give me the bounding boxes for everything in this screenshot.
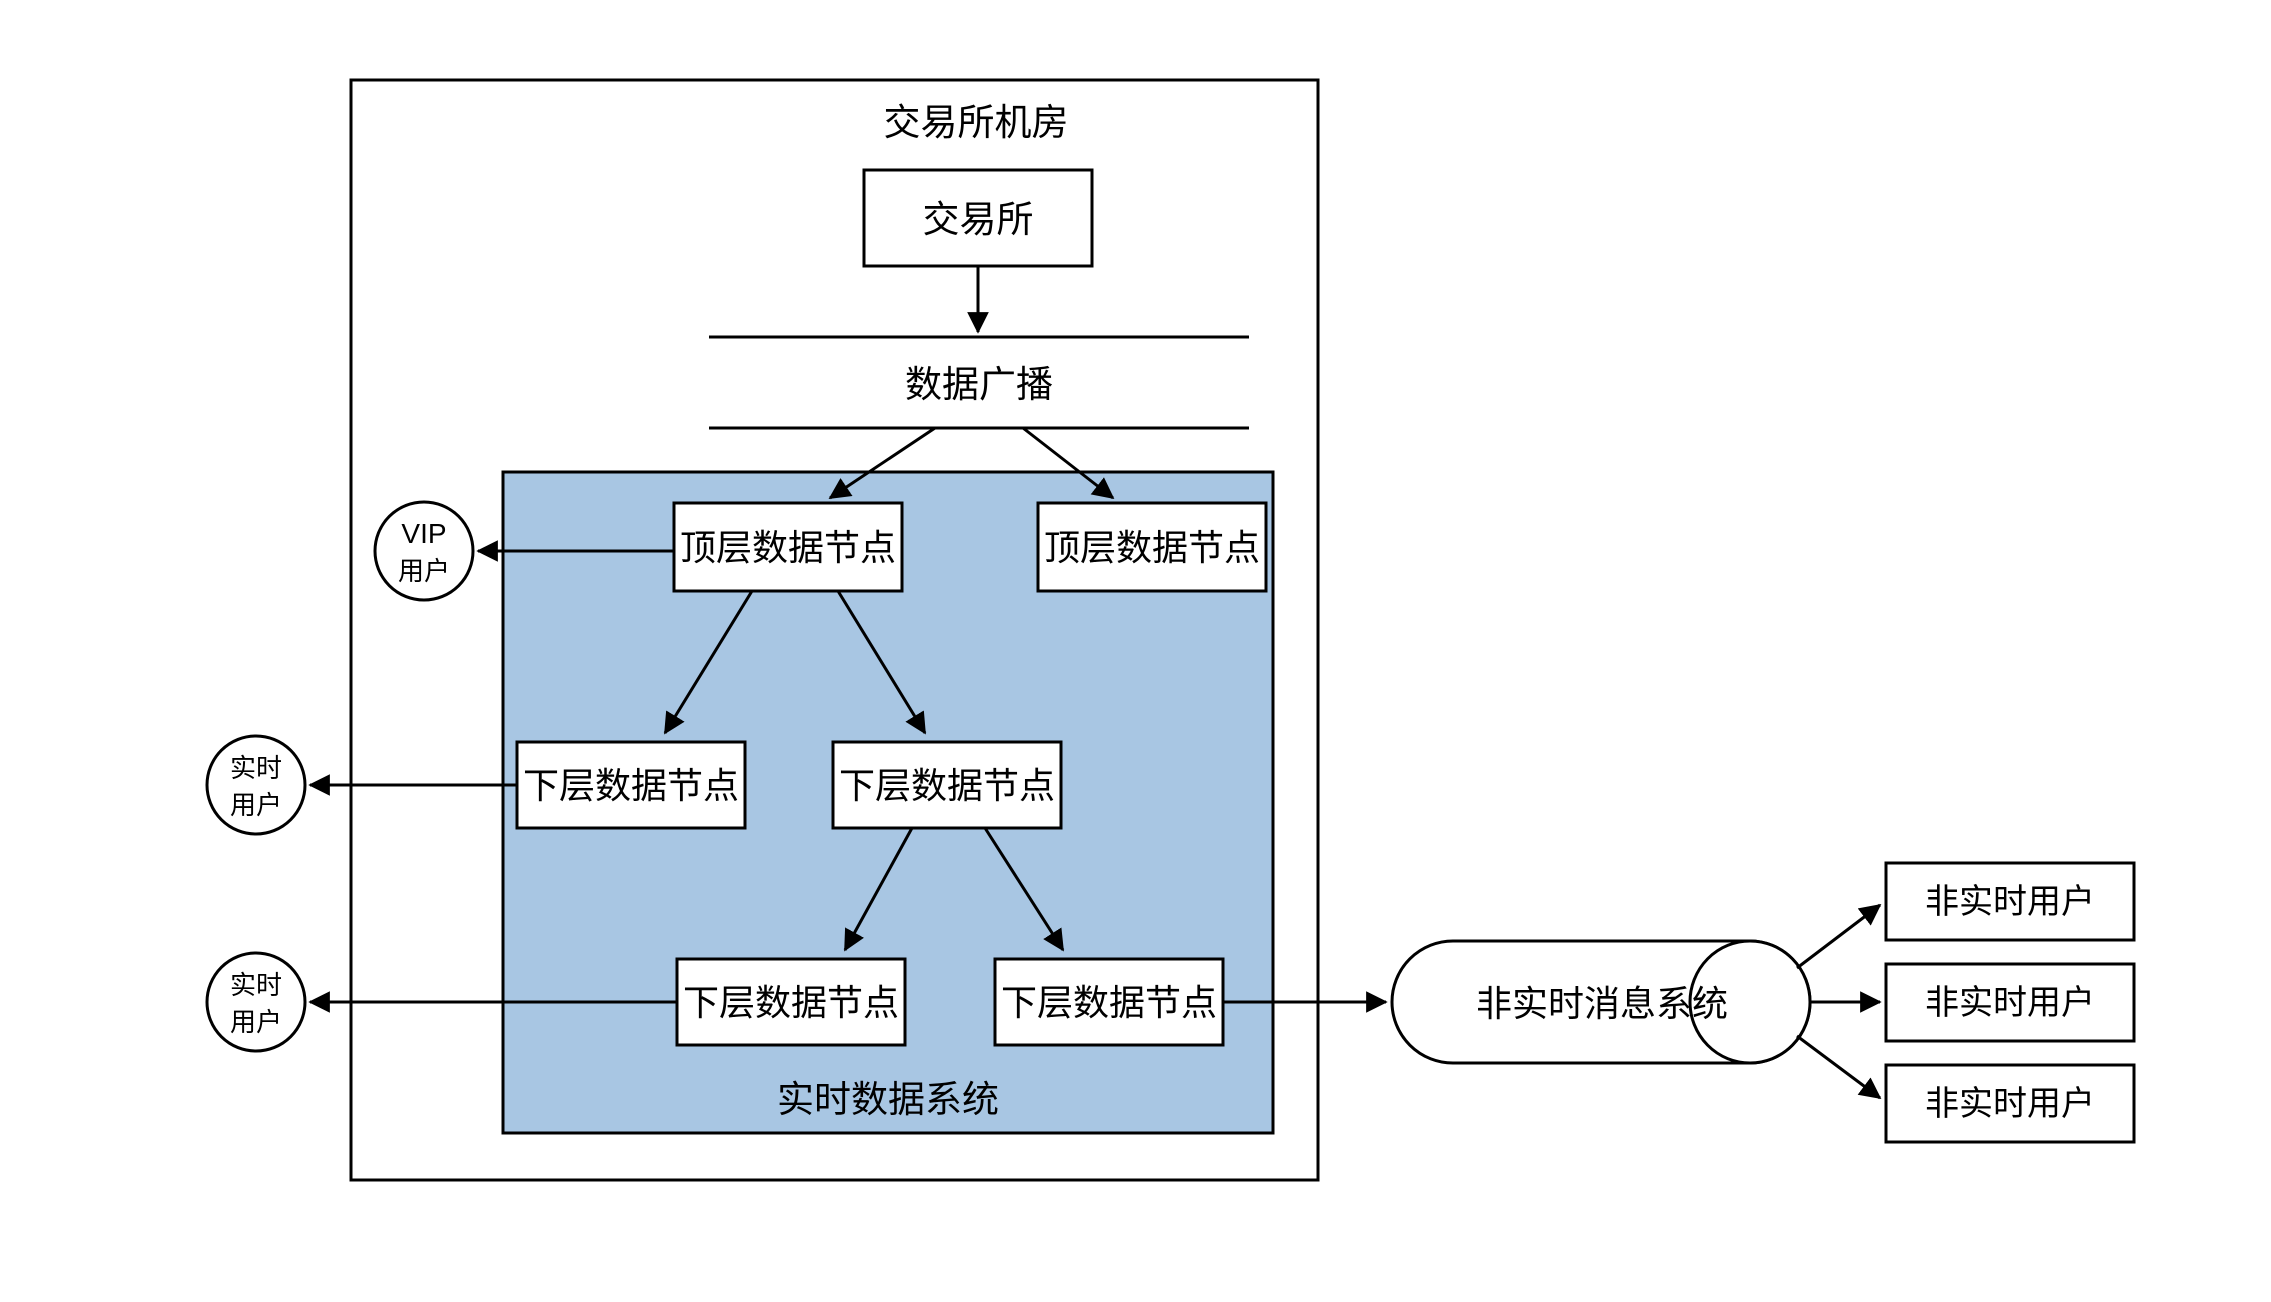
node-lower-data-2-label: 下层数据节点	[839, 765, 1055, 806]
actor-offline-user-1-box[interactable]	[1884, 861, 2136, 942]
container-exchange-room-label: 交易所机房	[884, 102, 1069, 143]
actor-offline-user-1-label: 非实时用户	[1925, 883, 2095, 921]
node-top-data-right-label: 顶层数据节点	[1044, 527, 1260, 568]
actor-realtime-user-2-shape[interactable]	[205, 951, 307, 1053]
actor-vip-user-label-line2: 用户	[398, 556, 450, 586]
node-lower-data-1-label: 下层数据节点	[523, 765, 739, 806]
node-lower-data-4-label: 下层数据节点	[1001, 982, 1217, 1023]
actor-offline-user-3-box[interactable]	[1884, 1063, 2136, 1144]
node-top-data-right-box[interactable]	[1036, 501, 1268, 593]
edge-top-node-left-to-lower-node-1	[663, 590, 754, 735]
node-top-data-left-label: 顶层数据节点	[680, 527, 896, 568]
edge-message-system-to-offline-user-3	[1796, 1034, 1882, 1100]
container-exchange-room	[349, 78, 1320, 1182]
node-lower-data-4-box[interactable]	[993, 957, 1225, 1047]
edge-lower-node-2-to-lower-node-4	[983, 827, 1065, 952]
container-realtime-system-label: 实时数据系统	[777, 1079, 999, 1120]
node-broadcast-label: 数据广播	[905, 364, 1053, 405]
node-lower-data-3-label: 下层数据节点	[683, 982, 899, 1023]
actor-offline-user-3-label: 非实时用户	[1925, 1085, 2095, 1123]
node-exchange-label: 交易所	[923, 199, 1034, 240]
actor-vip-user-label-line1: VIP	[401, 518, 446, 549]
edge-broadcast-to-top-node-right	[1022, 426, 1115, 500]
node-lower-data-1-box[interactable]	[515, 740, 747, 830]
actor-realtime-user-1-shape[interactable]	[205, 734, 307, 836]
actor-realtime-user-1-label-line2: 用户	[230, 790, 282, 820]
node-message-system-label: 非实时消息系统	[1476, 983, 1728, 1024]
actor-vip-user-shape[interactable]	[373, 500, 475, 602]
actor-offline-user-2-label: 非实时用户	[1925, 984, 2095, 1022]
actor-realtime-user-2-label-line1: 实时	[230, 970, 282, 1000]
edge-lower-node-2-to-lower-node-3	[843, 827, 914, 952]
node-top-data-left-box[interactable]	[672, 501, 904, 593]
actor-offline-user-2-box[interactable]	[1884, 962, 2136, 1043]
actor-realtime-user-1-label-line1: 实时	[230, 753, 282, 783]
edge-top-node-left-to-lower-node-2	[836, 590, 927, 735]
node-lower-data-2-box[interactable]	[831, 740, 1063, 830]
edge-message-system-to-offline-user-1	[1796, 903, 1882, 970]
edge-broadcast-to-top-node-left	[828, 426, 936, 500]
actor-realtime-user-2-label-line2: 用户	[230, 1007, 282, 1037]
node-exchange-box[interactable]	[862, 168, 1094, 268]
node-message-system-cap	[1688, 939, 1812, 1065]
